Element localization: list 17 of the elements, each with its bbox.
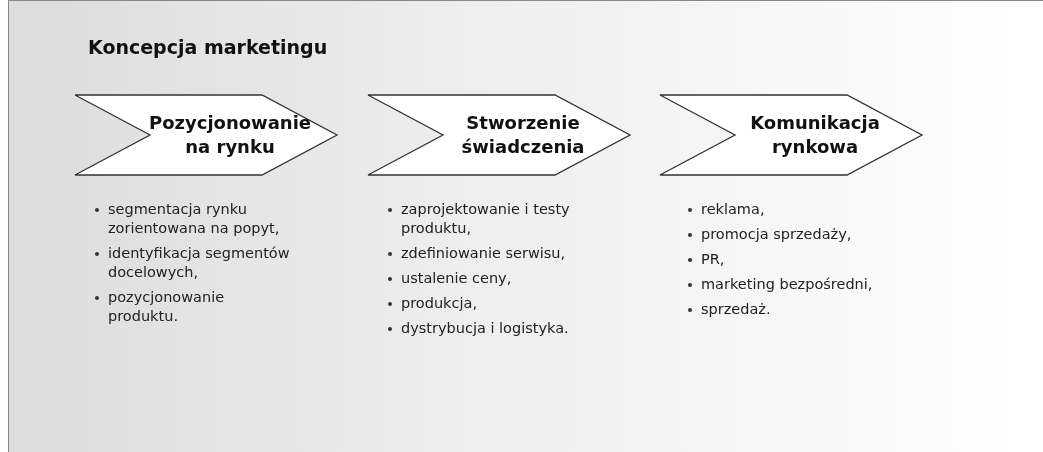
bullet-text: dystrybucja i logistyka.	[401, 320, 569, 336]
bullet-text: zaprojektowanie i testy produktu,	[401, 201, 570, 236]
bullet-text: identyfikacja segmentów docelowych,	[108, 245, 290, 280]
bullet-text: ustalenie ceny,	[401, 270, 512, 286]
bullet-text: zdefiniowanie serwisu,	[401, 245, 566, 261]
step-label: Komunikacja rynkowa	[749, 111, 881, 159]
bullet-text: pozycjonowanie produktu.	[108, 289, 225, 324]
bullet-text: segmentacja rynku zorientowana na popyt,	[108, 201, 280, 236]
step-label: Stworzenie świadczenia	[460, 111, 586, 159]
bullet-text: produkcja,	[401, 295, 477, 311]
bullet-text: PR,	[701, 251, 725, 267]
bullet-text: promocja sprzedaży,	[701, 226, 852, 242]
step-label: Pozycjonowanie na rynku	[148, 111, 312, 159]
bullet-text: marketing bezpośredni,	[701, 276, 873, 292]
bullet-text: sprzedaż.	[701, 301, 771, 317]
diagram-title: Koncepcja marketingu	[88, 36, 328, 58]
bullet-text: reklama,	[701, 201, 765, 217]
